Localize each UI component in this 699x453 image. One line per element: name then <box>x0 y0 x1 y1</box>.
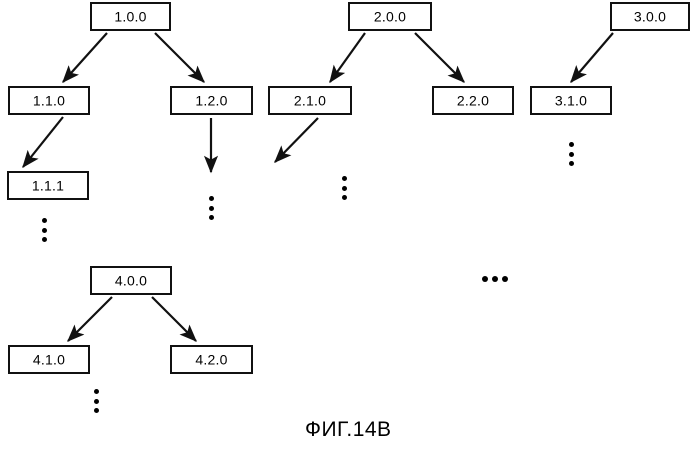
ellipsis-dot <box>93 389 99 394</box>
ellipsis-dot <box>568 161 574 166</box>
node-4-1-0[interactable]: 4.1.0 <box>8 345 90 374</box>
ellipsis-dot <box>492 275 498 282</box>
ellipsis-dot <box>41 237 47 242</box>
ellipsis-dot <box>568 142 574 147</box>
arrow-2-1-0-to-continuation-2-1-0 <box>274 117 319 163</box>
arrow-3-0-0-to-3-1-0 <box>570 32 614 84</box>
node-4-0-0[interactable]: 4.0.0 <box>90 266 172 295</box>
node-label: 1.2.0 <box>195 92 228 108</box>
node-label: 1.1.1 <box>31 177 65 193</box>
node-1-0-0[interactable]: 1.0.0 <box>90 2 171 31</box>
figure-caption: ФИГ.14В <box>305 418 392 441</box>
ellipsis-dot <box>208 205 214 211</box>
node-1-2-0[interactable]: 1.2.0 <box>170 86 253 115</box>
ellipsis-dot <box>93 398 99 404</box>
node-label: 2.0.0 <box>373 8 407 24</box>
arrow-4-0-0-to-4-1-0 <box>67 296 113 342</box>
node-label: 4.2.0 <box>195 351 228 367</box>
arrow-1-1-0-to-1-1-1 <box>22 116 64 169</box>
node-label: 2.1.0 <box>293 92 327 108</box>
ellipsis-continuation-1.2.0 <box>208 196 214 220</box>
ellipsis-continuation-4.1.0 <box>93 389 99 413</box>
ellipsis-dot <box>502 275 508 282</box>
ellipsis-dot <box>41 227 47 233</box>
ellipsis-more-trees <box>482 275 508 282</box>
arrow-1-0-0-to-1-1-0 <box>62 32 108 83</box>
ellipsis-dot <box>568 151 574 157</box>
node-3-1-0[interactable]: 3.1.0 <box>530 86 612 115</box>
node-4-2-0[interactable]: 4.2.0 <box>170 345 253 374</box>
arrow-4-0-0-to-4-2-0 <box>151 296 197 342</box>
node-1-1-0[interactable]: 1.1.0 <box>8 86 90 115</box>
ellipsis-dot <box>341 185 347 191</box>
arrow-2-0-0-to-2-1-0 <box>329 32 366 84</box>
node-2-2-0[interactable]: 2.2.0 <box>432 86 514 115</box>
node-label: 4.1.0 <box>32 351 66 367</box>
ellipsis-continuation-3.1.0 <box>568 142 574 166</box>
ellipsis-dot <box>41 218 47 223</box>
ellipsis-dot <box>341 176 347 181</box>
ellipsis-dot <box>208 196 214 201</box>
node-1-1-1[interactable]: 1.1.1 <box>7 171 89 200</box>
node-label: 2.2.0 <box>456 92 490 108</box>
ellipsis-dot <box>93 408 99 413</box>
node-label: 1.1.0 <box>32 92 66 108</box>
ellipsis-dot <box>208 215 214 220</box>
arrow-2-0-0-to-2-2-0 <box>414 32 465 83</box>
node-3-0-0[interactable]: 3.0.0 <box>610 2 690 31</box>
node-label: 3.0.0 <box>633 8 667 24</box>
arrow-1-0-0-to-1-2-0 <box>154 32 205 83</box>
node-label: 4.0.0 <box>114 272 148 288</box>
node-2-0-0[interactable]: 2.0.0 <box>348 2 432 31</box>
node-label: 3.1.0 <box>554 92 588 108</box>
ellipsis-dot <box>341 195 347 200</box>
node-label: 1.0.0 <box>114 8 147 24</box>
ellipsis-continuation-1.1.1 <box>41 218 47 242</box>
ellipsis-dot <box>482 275 488 282</box>
node-2-1-0[interactable]: 2.1.0 <box>268 86 352 115</box>
ellipsis-continuation-2.1.0 <box>341 176 347 200</box>
